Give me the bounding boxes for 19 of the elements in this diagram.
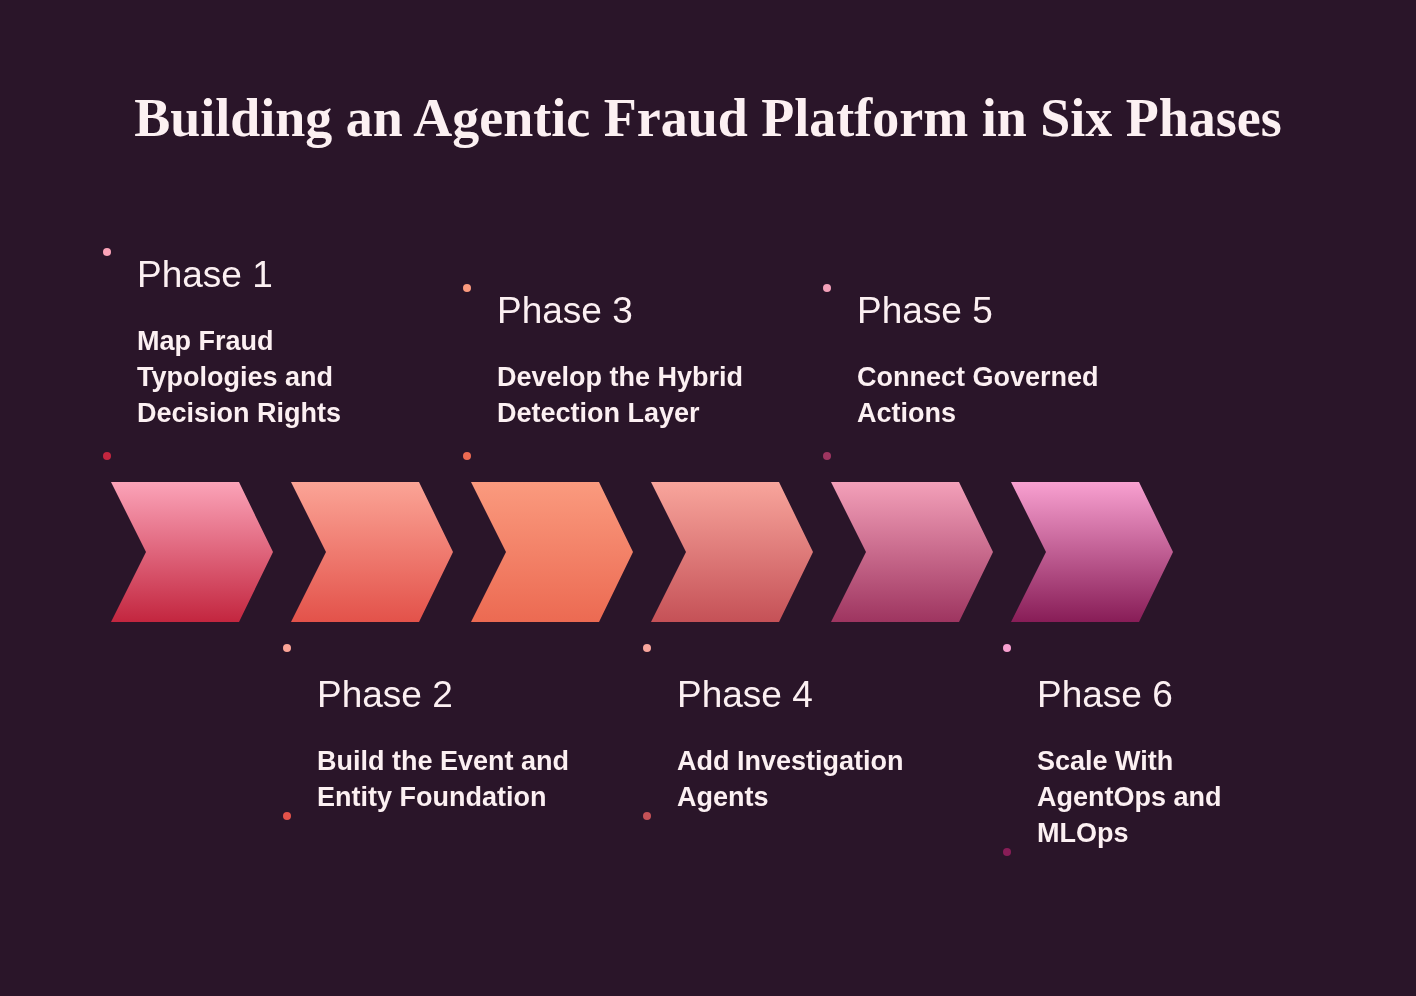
phase-description: Develop the Hybrid Detection Layer (497, 361, 745, 430)
phase-heading: Phase 5 (857, 289, 993, 333)
phase-description: Map Fraud Typologies and Decision Rights (137, 325, 343, 430)
phase-description: Scale With AgentOps and MLOps (1037, 745, 1223, 850)
process-step (1011, 482, 1173, 622)
phase-description: Build the Event and Entity Foundation (317, 745, 571, 814)
phase-heading: Phase 6 (1037, 673, 1173, 717)
process-step (471, 482, 633, 622)
process-step (111, 482, 273, 622)
diagram-title: Building an Agentic Fraud Platform in Six Phases (134, 88, 1282, 148)
phase-heading: Phase 2 (317, 673, 453, 717)
phase-description: Connect Governed Actions (857, 361, 1100, 430)
phase-description: Add Investigation Agents (677, 745, 905, 814)
phase-heading: Phase 1 (137, 253, 273, 297)
process-step (651, 482, 813, 622)
process-step (291, 482, 453, 622)
process-step (831, 482, 993, 622)
phase-heading: Phase 4 (677, 673, 813, 717)
phase-heading: Phase 3 (497, 289, 633, 333)
